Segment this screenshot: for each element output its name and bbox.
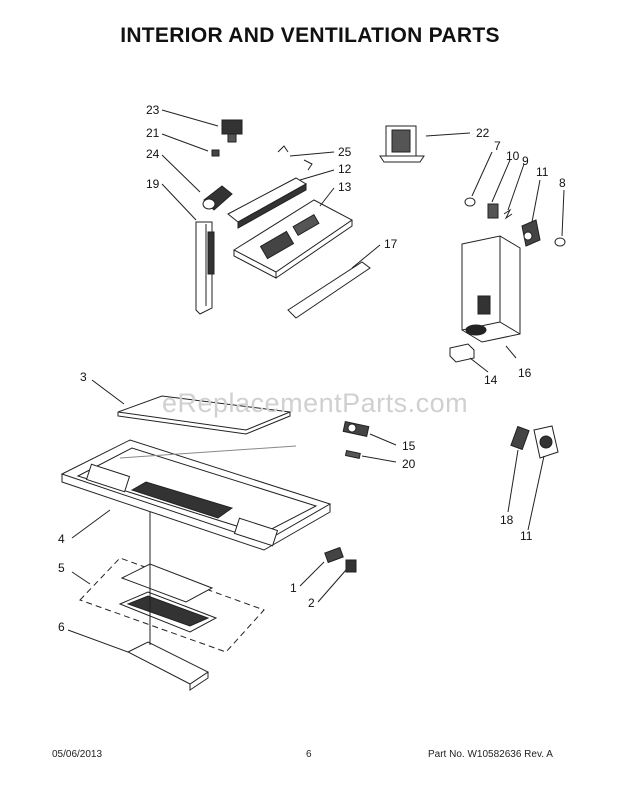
callout-22: 22 <box>476 126 490 140</box>
part-24-capacitor <box>202 185 233 211</box>
part-1-lens <box>324 546 344 564</box>
callout-11-upper: 11 <box>536 165 549 179</box>
callout-10: 10 <box>506 149 520 163</box>
part-23-bracket <box>221 119 243 143</box>
callout-24: 24 <box>146 147 160 161</box>
part-11-switch-lower <box>533 425 559 459</box>
part-18-switch <box>510 425 530 451</box>
callout-21: 21 <box>146 126 160 140</box>
part-12-bracket <box>227 177 307 229</box>
page-title: INTERIOR AND VENTILATION PARTS <box>120 24 500 47</box>
part-22-transformer <box>379 125 425 163</box>
part-25-clip <box>277 145 313 171</box>
part-14-pad <box>449 343 475 363</box>
part-16-duct <box>461 235 521 343</box>
part-7-knob <box>464 197 476 207</box>
callout-11-lower: 11 <box>520 529 533 543</box>
callout-25: 25 <box>338 145 352 159</box>
callout-2: 2 <box>308 596 315 610</box>
part-2-socket <box>345 559 357 573</box>
callout-5: 5 <box>58 561 65 575</box>
callout-12: 12 <box>338 162 352 176</box>
callout-20: 20 <box>402 457 416 471</box>
part-21-clip <box>211 149 220 157</box>
part-17-strip <box>287 261 371 319</box>
part-15-socket <box>342 421 370 437</box>
callout-18: 18 <box>500 513 514 527</box>
part-11-switch-upper <box>521 219 541 247</box>
footer-page-number: 6 <box>306 749 312 760</box>
watermark: eReplacementParts.com <box>162 388 469 418</box>
callout-14: 14 <box>484 373 498 387</box>
part-9-spring <box>503 208 513 220</box>
callout-6: 6 <box>58 620 65 634</box>
part-10-switch <box>487 203 499 219</box>
callout-17: 17 <box>384 237 398 251</box>
part-3-filter <box>117 395 292 435</box>
footer-part-number: Part No. W10582636 Rev. A <box>428 749 553 760</box>
part-19-bracket <box>195 221 215 315</box>
callout-9: 9 <box>522 154 529 168</box>
callout-3: 3 <box>80 370 87 384</box>
callout-13: 13 <box>338 180 352 194</box>
callout-19: 19 <box>146 177 160 191</box>
part-20-bulb <box>344 449 361 459</box>
part-13-tray <box>232 199 353 279</box>
footer-date: 05/06/2013 <box>52 749 103 760</box>
part-5-filter-area <box>79 557 265 653</box>
callout-15: 15 <box>402 439 416 453</box>
callout-1: 1 <box>290 581 297 595</box>
callout-4: 4 <box>58 532 65 546</box>
callout-23: 23 <box>146 103 160 117</box>
part-6-damper <box>126 641 209 691</box>
leader-lines <box>67 109 565 653</box>
part-8-knob <box>554 237 566 247</box>
callout-8: 8 <box>559 176 566 190</box>
part-4-bottom-panel <box>60 439 332 551</box>
callout-7: 7 <box>494 139 501 153</box>
callout-16: 16 <box>518 366 532 380</box>
